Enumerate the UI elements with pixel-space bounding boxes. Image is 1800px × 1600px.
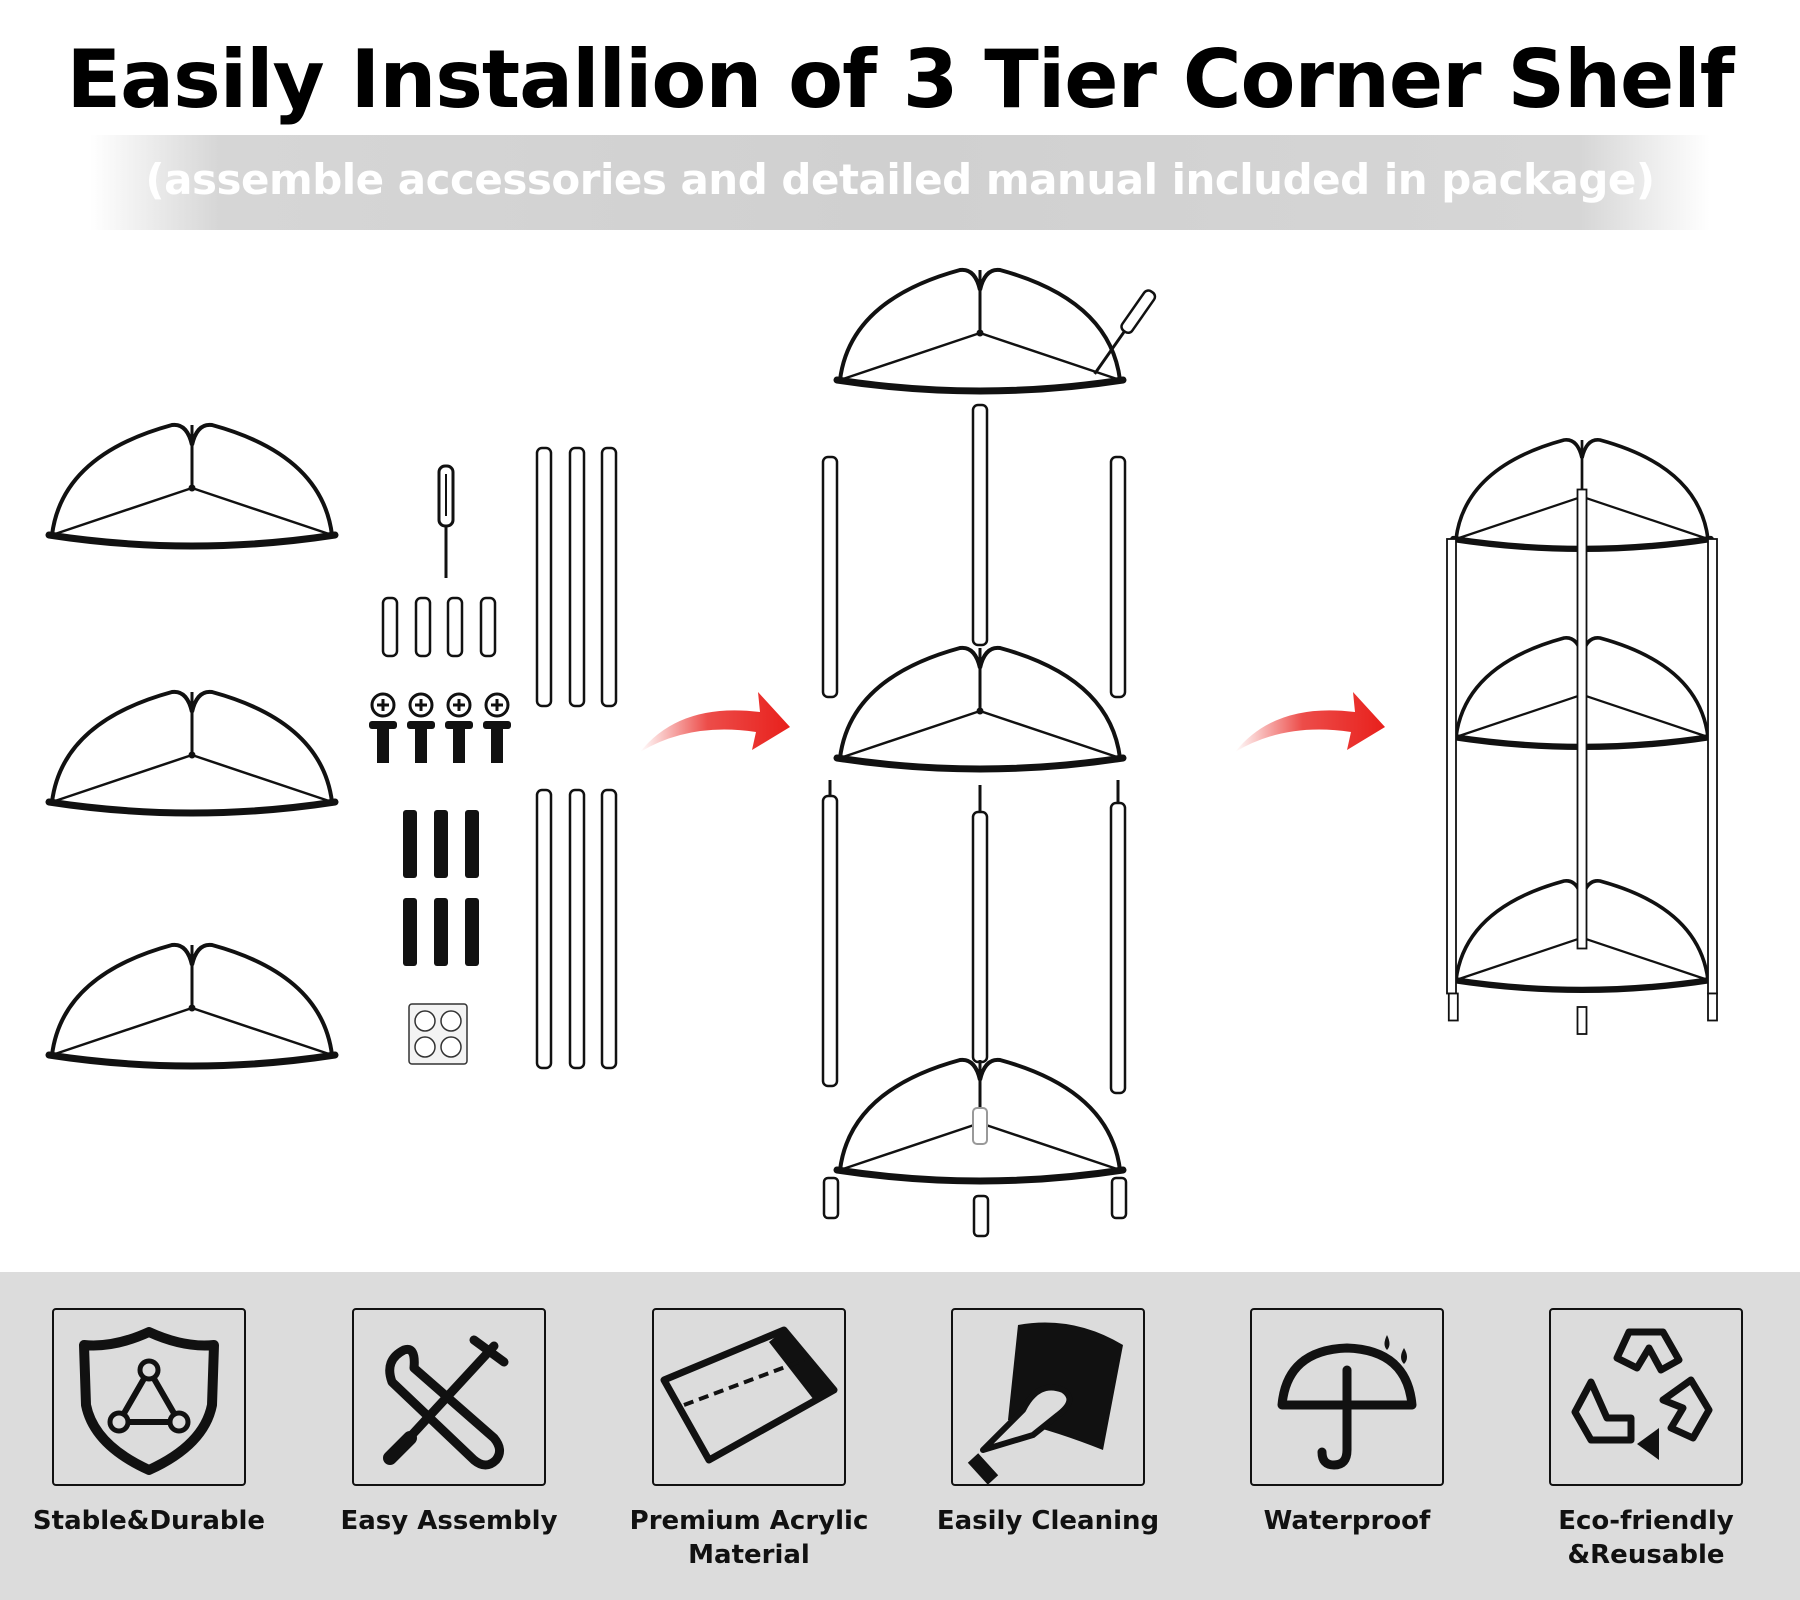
recycle-icon (1571, 1328, 1713, 1460)
screwdriver (437, 464, 455, 578)
page-title: Easily Installion of 3 Tier Corner Shelf (66, 33, 1734, 126)
shelf-tier-3 (42, 945, 342, 1069)
feature-icon-box (1250, 1308, 1444, 1486)
tools-icon (383, 1335, 509, 1470)
feature-label: Eco-friendly &Reusable (1558, 1506, 1734, 1570)
feature-label: Easy Assembly (340, 1506, 558, 1536)
short-posts (381, 596, 497, 658)
shelf-tier-1 (42, 425, 342, 549)
exploded-assembly (821, 270, 1157, 1238)
subtitle: (assemble accessories and detailed manua… (145, 155, 1655, 204)
arrow-step-2 (1235, 692, 1385, 752)
feature-stable-durable: Stable&Durable (24, 1308, 274, 1538)
feature-icon-box (951, 1308, 1145, 1486)
threaded-rods (403, 810, 479, 966)
shield-triangle-icon (79, 1327, 219, 1475)
foot-pads (408, 1003, 468, 1065)
feature-icon-box (352, 1308, 546, 1486)
feature-icon-box (652, 1308, 846, 1486)
feature-premium-acrylic: Premium Acrylic Material (624, 1308, 874, 1572)
acrylic-panel-icon (660, 1326, 838, 1464)
feature-eco-friendly: Eco-friendly &Reusable (1521, 1308, 1771, 1572)
feature-waterproof: Waterproof (1222, 1308, 1472, 1538)
arrow-step-1 (640, 692, 790, 752)
shelf-tier-2 (42, 692, 342, 816)
umbrella-icon (1277, 1335, 1417, 1470)
subtitle-band: (assemble accessories and detailed manua… (90, 135, 1710, 230)
screws (369, 692, 511, 763)
feature-label: Easily Cleaning (936, 1506, 1160, 1536)
assembled-shelf (1447, 440, 1717, 1035)
long-poles (535, 446, 618, 1070)
feature-easy-assembly: Easy Assembly (324, 1308, 574, 1538)
feature-band: Stable&Durable Easy Assembly Premium Acr… (0, 1272, 1800, 1600)
feature-icon-box (52, 1308, 246, 1486)
cleaning-hand-icon (967, 1322, 1123, 1484)
feature-label: Stable&Durable (32, 1506, 266, 1536)
feature-easily-cleaning: Easily Cleaning (923, 1308, 1173, 1538)
feature-label: Waterproof (1263, 1506, 1431, 1536)
feature-icon-box (1549, 1308, 1743, 1486)
feature-label: Premium Acrylic Material (629, 1506, 869, 1570)
assembly-diagram (0, 240, 1800, 1238)
